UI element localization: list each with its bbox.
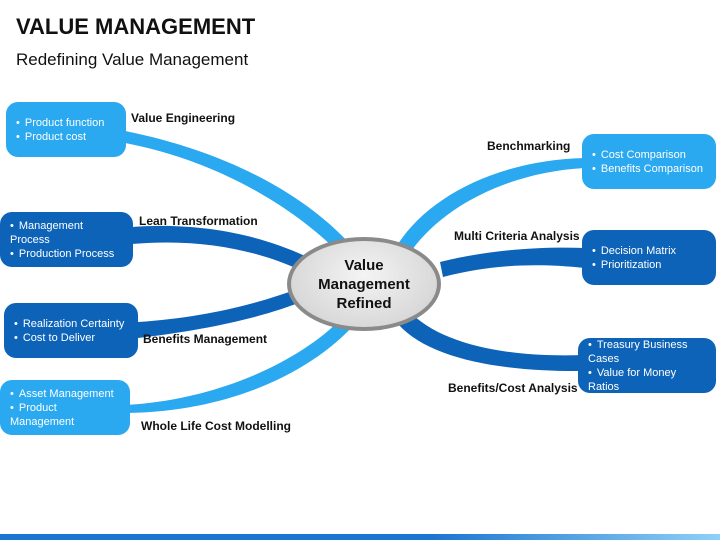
footer-bar [0,534,720,540]
box-benchmarking: Cost Comparison Benefits Comparison [582,134,716,189]
center-label: Value Management Refined [318,256,410,312]
box-benefits-management: Realization Certainty Cost to Deliver [4,303,138,358]
list-item: Product function [16,116,116,130]
list-item: Decision Matrix [592,244,706,258]
list-item: Realization Certainty [14,317,128,331]
list-item: Product Management [10,401,120,429]
box-whole-life-cost: Asset Management Product Management [0,380,130,435]
connector-benefits-cost [398,310,585,372]
branch-label-benchmarking: Benchmarking [487,139,571,153]
branch-label-whole-life-cost: Whole Life Cost Modelling [141,419,291,433]
branch-label-benefits-cost: Benefits/Cost Analysis [448,381,578,395]
connector-whole-life-cost [125,320,352,413]
list-item: Product cost [16,130,116,144]
list-item: Cost Comparison [592,148,706,162]
list-item: Production Process [10,247,123,261]
box-multi-criteria: Decision Matrix Prioritization [582,230,716,285]
list-item: Treasury Business Cases [588,338,706,366]
branch-label-lean-transformation: Lean Transformation [139,214,258,228]
list-item: Prioritization [592,258,706,272]
list-item: Asset Management [10,387,120,401]
list-item: Cost to Deliver [14,331,128,345]
connector-lean-transformation [132,225,305,269]
center-node: Value Management Refined [287,237,441,331]
connector-multi-criteria [440,247,585,277]
box-benefits-cost: Treasury Business Cases Value for Money … [578,338,716,393]
page-subtitle: Redefining Value Management [16,50,249,69]
page-title: VALUE MANAGEMENT [16,14,256,39]
branch-label-value-engineering: Value Engineering [131,111,236,125]
branch-label-benefits-management: Benefits Management [143,332,268,346]
connector-benefits-management [138,288,306,338]
list-item: Management Process [10,219,123,247]
list-item: Value for Money Ratios [588,366,706,394]
box-value-engineering: Product function Product cost [6,102,126,157]
branch-label-multi-criteria: Multi Criteria Analysis [454,229,580,243]
box-lean-transformation: Management Process Production Process [0,212,133,267]
list-item: Benefits Comparison [592,162,706,176]
connector-benchmarking [398,158,585,250]
connector-value-engineering [125,131,350,250]
